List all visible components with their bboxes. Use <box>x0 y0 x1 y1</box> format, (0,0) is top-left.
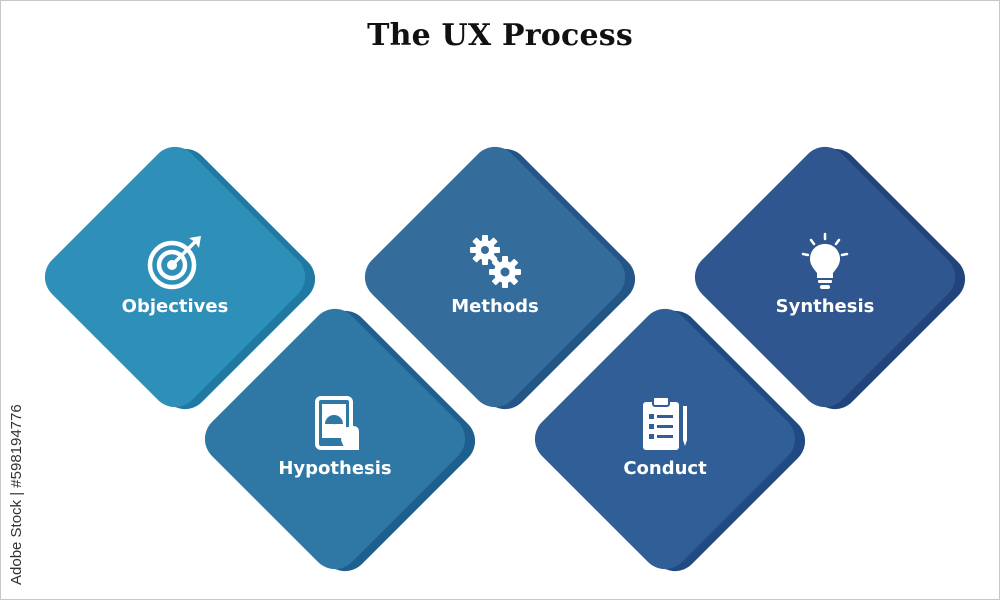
step-label: Conduct <box>623 458 707 479</box>
step-label: Objectives <box>121 296 229 317</box>
clipboard-checklist-icon <box>635 394 695 454</box>
lightbulb-icon <box>795 232 855 292</box>
step-hypothesis: Hypothesis <box>194 298 486 582</box>
step-label: Synthesis <box>775 296 875 317</box>
step-label: Methods <box>451 296 539 317</box>
step-label: Hypothesis <box>278 458 392 479</box>
step-conduct: Conduct <box>524 298 816 582</box>
gears-icon <box>465 232 525 292</box>
diagram-title: The UX Process <box>367 18 633 53</box>
stock-id-text: Adobe Stock | #598194776 <box>8 404 25 585</box>
step-objectives: Objectives <box>34 136 326 420</box>
tablet-gauge-icon <box>305 394 365 454</box>
step-methods: Methods <box>354 136 646 420</box>
target-icon <box>145 232 205 292</box>
step-synthesis: Synthesis <box>684 136 976 420</box>
